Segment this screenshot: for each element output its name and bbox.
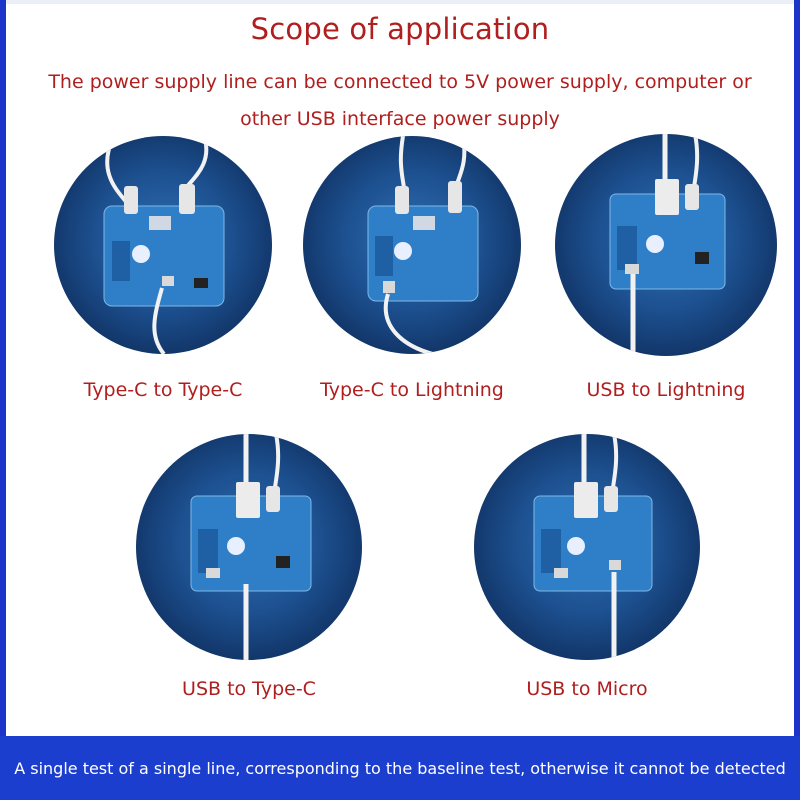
tester-board-illustration <box>190 434 312 660</box>
tester-board-illustration <box>533 434 653 660</box>
caption-type-c-to-type-c: Type-C to Type-C <box>83 379 243 401</box>
panel-image-type-c-to-lightning <box>303 136 521 354</box>
panel-image-type-c-to-type-c <box>54 136 272 354</box>
footer-banner: A single test of a single line, correspo… <box>0 736 800 800</box>
caption-type-c-to-lightning: Type-C to Lightning <box>320 379 504 401</box>
right-blue-edge <box>794 0 800 736</box>
caption-usb-to-type-c: USB to Type-C <box>182 678 316 700</box>
caption-usb-to-lightning: USB to Lightning <box>586 379 746 401</box>
panel-image-usb-to-micro <box>474 434 700 660</box>
panel-image-usb-to-type-c <box>136 434 362 660</box>
tester-board-illustration <box>609 134 726 356</box>
page-subtitle: The power supply line can be connected t… <box>48 71 752 130</box>
panel-image-usb-to-lightning <box>555 134 777 356</box>
caption-usb-to-micro: USB to Micro <box>526 678 648 700</box>
tester-board-illustration <box>103 136 225 354</box>
tester-board-illustration <box>367 136 479 354</box>
footer-text: A single test of a single line, correspo… <box>14 758 786 778</box>
top-edge <box>0 0 800 4</box>
left-blue-edge <box>0 0 6 736</box>
page-title: Scope of application <box>250 12 550 46</box>
